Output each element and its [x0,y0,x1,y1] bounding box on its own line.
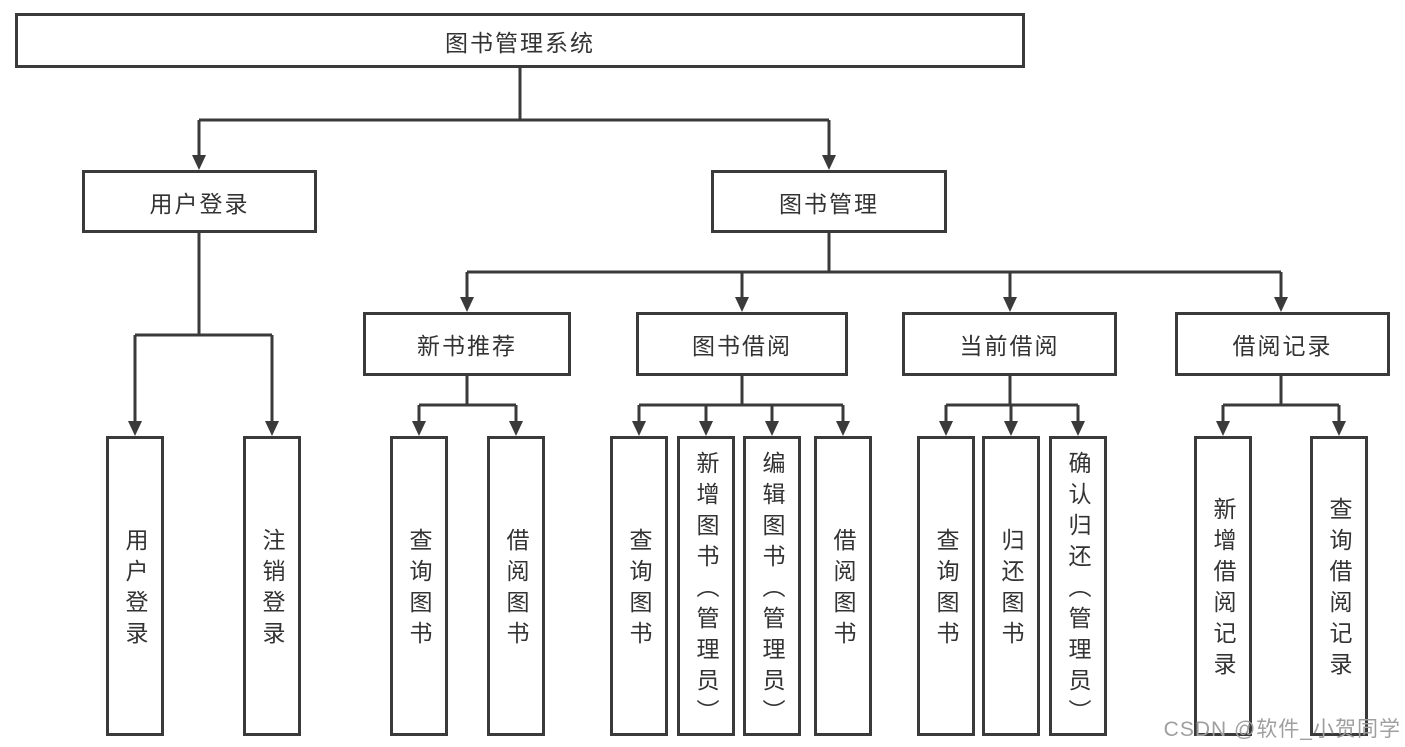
node-root-label: 图书管理系统 [445,29,595,56]
leaf-logout-label: 注销登录 [259,528,285,652]
leaf-edit-books-admin: 编辑图书（管理员） [743,436,801,736]
node-book-management-label: 图书管理 [779,190,879,217]
leaf-recommend-query-books-label: 查询图书 [406,528,432,652]
leaf-confirm-return-admin: 确认归还（管理员） [1049,436,1107,736]
node-book-borrow-label: 图书借阅 [692,333,792,359]
leaf-confirm-return-admin-label: 确认归还（管理员） [1065,450,1091,730]
watermark: CSDN @软件_小贺同学 [1163,718,1401,741]
arrowheads [128,155,1346,436]
leaf-borrow-query-books-label: 查询图书 [626,528,652,652]
leaf-recommend-borrow-books-label: 借阅图书 [503,528,529,652]
leaf-recommend-borrow-books: 借阅图书 [487,436,545,736]
leaf-return-books: 归还图书 [982,436,1040,736]
node-borrow-records-label: 借阅记录 [1232,333,1333,359]
leaf-logout: 注销登录 [243,436,301,736]
leaf-user-login-label: 用户登录 [122,528,148,652]
leaf-recommend-query-books: 查询图书 [390,436,448,736]
leaf-borrow-books-label: 借阅图书 [830,528,856,652]
leaf-query-borrow-record-label: 查询借阅记录 [1326,497,1352,683]
leaf-add-books-admin: 新增图书（管理员） [677,436,735,736]
node-root: 图书管理系统 [15,13,1025,68]
node-book-borrow: 图书借阅 [636,312,848,376]
node-user-login-label: 用户登录 [149,190,250,217]
leaf-add-borrow-record-label: 新增借阅记录 [1210,497,1236,683]
node-current-borrow-label: 当前借阅 [959,333,1060,359]
leaf-add-books-admin-label: 新增图书（管理员） [693,450,719,730]
leaf-query-borrow-record: 查询借阅记录 [1310,436,1368,736]
leaf-borrow-query-books: 查询图书 [610,436,668,736]
leaf-current-query-books: 查询图书 [917,436,975,736]
leaf-borrow-books: 借阅图书 [814,436,872,736]
node-user-login: 用户登录 [82,170,317,233]
node-new-book-recommend-label: 新书推荐 [417,333,517,359]
leaf-return-books-label: 归还图书 [998,528,1024,652]
node-book-management: 图书管理 [711,170,947,233]
node-borrow-records: 借阅记录 [1175,312,1390,376]
leaf-edit-books-admin-label: 编辑图书（管理员） [759,450,785,730]
leaf-add-borrow-record: 新增借阅记录 [1194,436,1252,736]
node-new-book-recommend: 新书推荐 [363,312,571,376]
node-current-borrow: 当前借阅 [902,312,1117,376]
leaf-user-login: 用户登录 [106,436,164,736]
leaf-current-query-books-label: 查询图书 [933,528,959,652]
